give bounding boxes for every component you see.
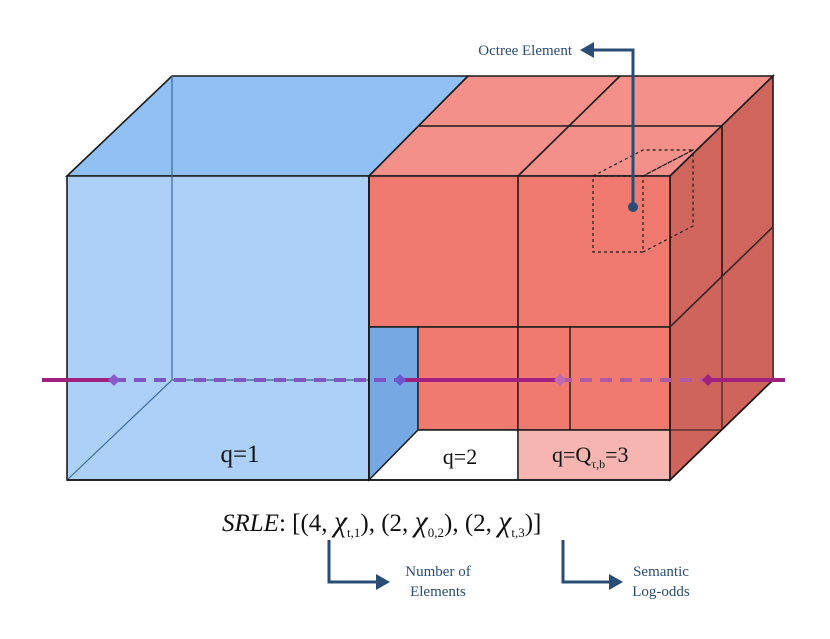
lower-cells	[67, 176, 774, 482]
occupied-right-lower	[670, 227, 773, 480]
log-odds-label: Log-odds	[632, 584, 690, 600]
annotation-semantic-log-odds: Semantic Log-odds	[561, 540, 690, 600]
occupied-octants-upper	[367, 74, 775, 482]
annotation-octree-element: Octree Element	[478, 42, 635, 207]
ray	[42, 374, 785, 386]
free-block-front-face	[66, 175, 370, 481]
octree-element-label: Octree Element	[478, 43, 573, 59]
number-of-label: Number of	[405, 564, 470, 580]
block-label-q1: q=1	[220, 441, 259, 468]
block-label-q2: q=2	[443, 444, 477, 469]
semantic-label: Semantic	[633, 564, 689, 580]
annotation-number-of-elements: Number of Elements	[327, 540, 471, 600]
elements-label: Elements	[410, 584, 466, 600]
octree-element-box	[592, 149, 694, 253]
srle-formula: SRLE: [(4, χt,1), (2, χ0,2), (2, χt,3)]	[222, 505, 541, 540]
block-label-q3: q=Qτ,b=3	[552, 442, 629, 471]
cell-q3-front	[517, 429, 671, 481]
